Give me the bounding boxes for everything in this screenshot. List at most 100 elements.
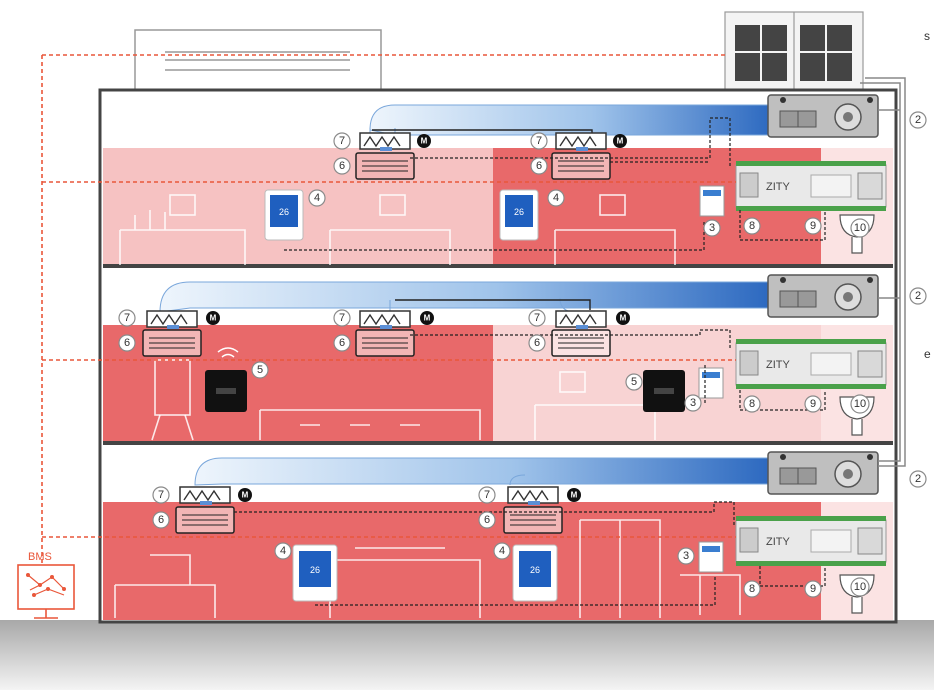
callout-6: 6: [530, 157, 548, 175]
motor-badge: M: [420, 311, 434, 325]
svg-text:26: 26: [310, 565, 320, 575]
svg-text:8: 8: [749, 583, 755, 595]
callout-10: 10: [850, 577, 870, 597]
callout-7: 7: [118, 309, 136, 327]
motor-badge: M: [417, 134, 431, 148]
svg-text:3: 3: [690, 397, 696, 409]
callout-4: 4: [274, 542, 292, 560]
svg-text:2: 2: [915, 290, 921, 302]
motor-badge: M: [206, 311, 220, 325]
svg-text:7: 7: [339, 312, 345, 324]
svg-text:M: M: [210, 314, 217, 323]
callout-6: 6: [333, 334, 351, 352]
svg-text:BMS: BMS: [28, 551, 52, 563]
svg-text:4: 4: [314, 192, 320, 204]
svg-text:5: 5: [257, 364, 263, 376]
callout-10: 10: [850, 394, 870, 414]
callouts: 2 2 2 3 3 3 4 4 4 4 5 5 6 6 6 6 6 6 6 7 …: [118, 111, 927, 598]
svg-text:26: 26: [514, 207, 524, 217]
callout-5: 5: [251, 361, 269, 379]
bms-icon: BMS: [17, 551, 75, 619]
svg-text:7: 7: [339, 135, 345, 147]
svg-text:7: 7: [124, 312, 130, 324]
svg-text:9: 9: [810, 220, 816, 232]
svg-text:6: 6: [339, 337, 345, 349]
callout-8: 8: [743, 580, 761, 598]
motor-badge: M: [238, 488, 252, 502]
svg-text:3: 3: [709, 222, 715, 234]
svg-text:10: 10: [854, 398, 866, 410]
svg-text:26: 26: [530, 565, 540, 575]
svg-text:6: 6: [534, 337, 540, 349]
damper-motors: M M M M M M M: [206, 134, 630, 502]
svg-text:6: 6: [339, 160, 345, 172]
svg-text:3: 3: [683, 550, 689, 562]
zoning-controllers: ZITY ZITY ZITY: [735, 161, 887, 566]
svg-text:4: 4: [499, 545, 505, 557]
svg-text:26: 26: [279, 207, 289, 217]
motor-badge: M: [616, 311, 630, 325]
callout-7: 7: [528, 309, 546, 327]
callout-9: 9: [804, 580, 822, 598]
zone-modules: [698, 185, 725, 573]
svg-text:6: 6: [536, 160, 542, 172]
callout-4: 4: [547, 189, 565, 207]
callout-6: 6: [152, 511, 170, 529]
thermostats-wireless: [205, 347, 685, 412]
motor-badge: M: [613, 134, 627, 148]
callout-2: 2: [909, 111, 927, 129]
svg-text:10: 10: [854, 581, 866, 593]
callout-7: 7: [333, 309, 351, 327]
callout-2: 2: [909, 287, 927, 305]
callout-5: 5: [625, 373, 643, 391]
motorized-dampers: [146, 132, 607, 505]
svg-text:M: M: [571, 491, 578, 500]
svg-text:7: 7: [158, 489, 164, 501]
svg-text:8: 8: [749, 398, 755, 410]
furniture-line-art: [114, 194, 741, 618]
roof-ventilation-unit: [134, 29, 382, 93]
svg-text:4: 4: [280, 545, 286, 557]
thermostats-wired: 26 26 26 26: [264, 189, 558, 602]
callout-4: 4: [493, 542, 511, 560]
svg-text:6: 6: [484, 514, 490, 526]
side-label-middle: e: [924, 347, 931, 361]
svg-text:10: 10: [854, 222, 866, 234]
callout-3: 3: [703, 219, 721, 237]
callout-7: 7: [333, 132, 351, 150]
svg-text:4: 4: [553, 192, 559, 204]
callout-6: 6: [118, 334, 136, 352]
bms-bus: [41, 54, 736, 568]
svg-text:M: M: [617, 137, 624, 146]
svg-text:M: M: [424, 314, 431, 323]
callout-2: 2: [909, 470, 927, 488]
svg-text:ZITY: ZITY: [766, 359, 790, 371]
diffuser-grilles: [142, 152, 611, 534]
svg-text:M: M: [242, 491, 249, 500]
svg-text:7: 7: [536, 135, 542, 147]
svg-text:9: 9: [810, 583, 816, 595]
ducted-ac-units: [767, 94, 879, 495]
callout-8: 8: [743, 217, 761, 235]
callout-6: 6: [333, 157, 351, 175]
callout-10: 10: [850, 218, 870, 238]
callout-9: 9: [804, 395, 822, 413]
svg-text:7: 7: [534, 312, 540, 324]
callout-9: 9: [804, 217, 822, 235]
svg-text:ZITY: ZITY: [766, 181, 790, 193]
callout-4: 4: [308, 189, 326, 207]
callout-3: 3: [677, 547, 695, 565]
svg-text:2: 2: [915, 114, 921, 126]
svg-text:9: 9: [810, 398, 816, 410]
callout-8: 8: [743, 395, 761, 413]
side-label-top: s: [924, 29, 930, 43]
ground: [0, 620, 934, 690]
svg-text:6: 6: [158, 514, 164, 526]
svg-text:6: 6: [124, 337, 130, 349]
callout-3: 3: [684, 394, 702, 412]
svg-text:2: 2: [915, 473, 921, 485]
svg-text:M: M: [620, 314, 627, 323]
callout-6: 6: [478, 511, 496, 529]
callout-7: 7: [152, 486, 170, 504]
